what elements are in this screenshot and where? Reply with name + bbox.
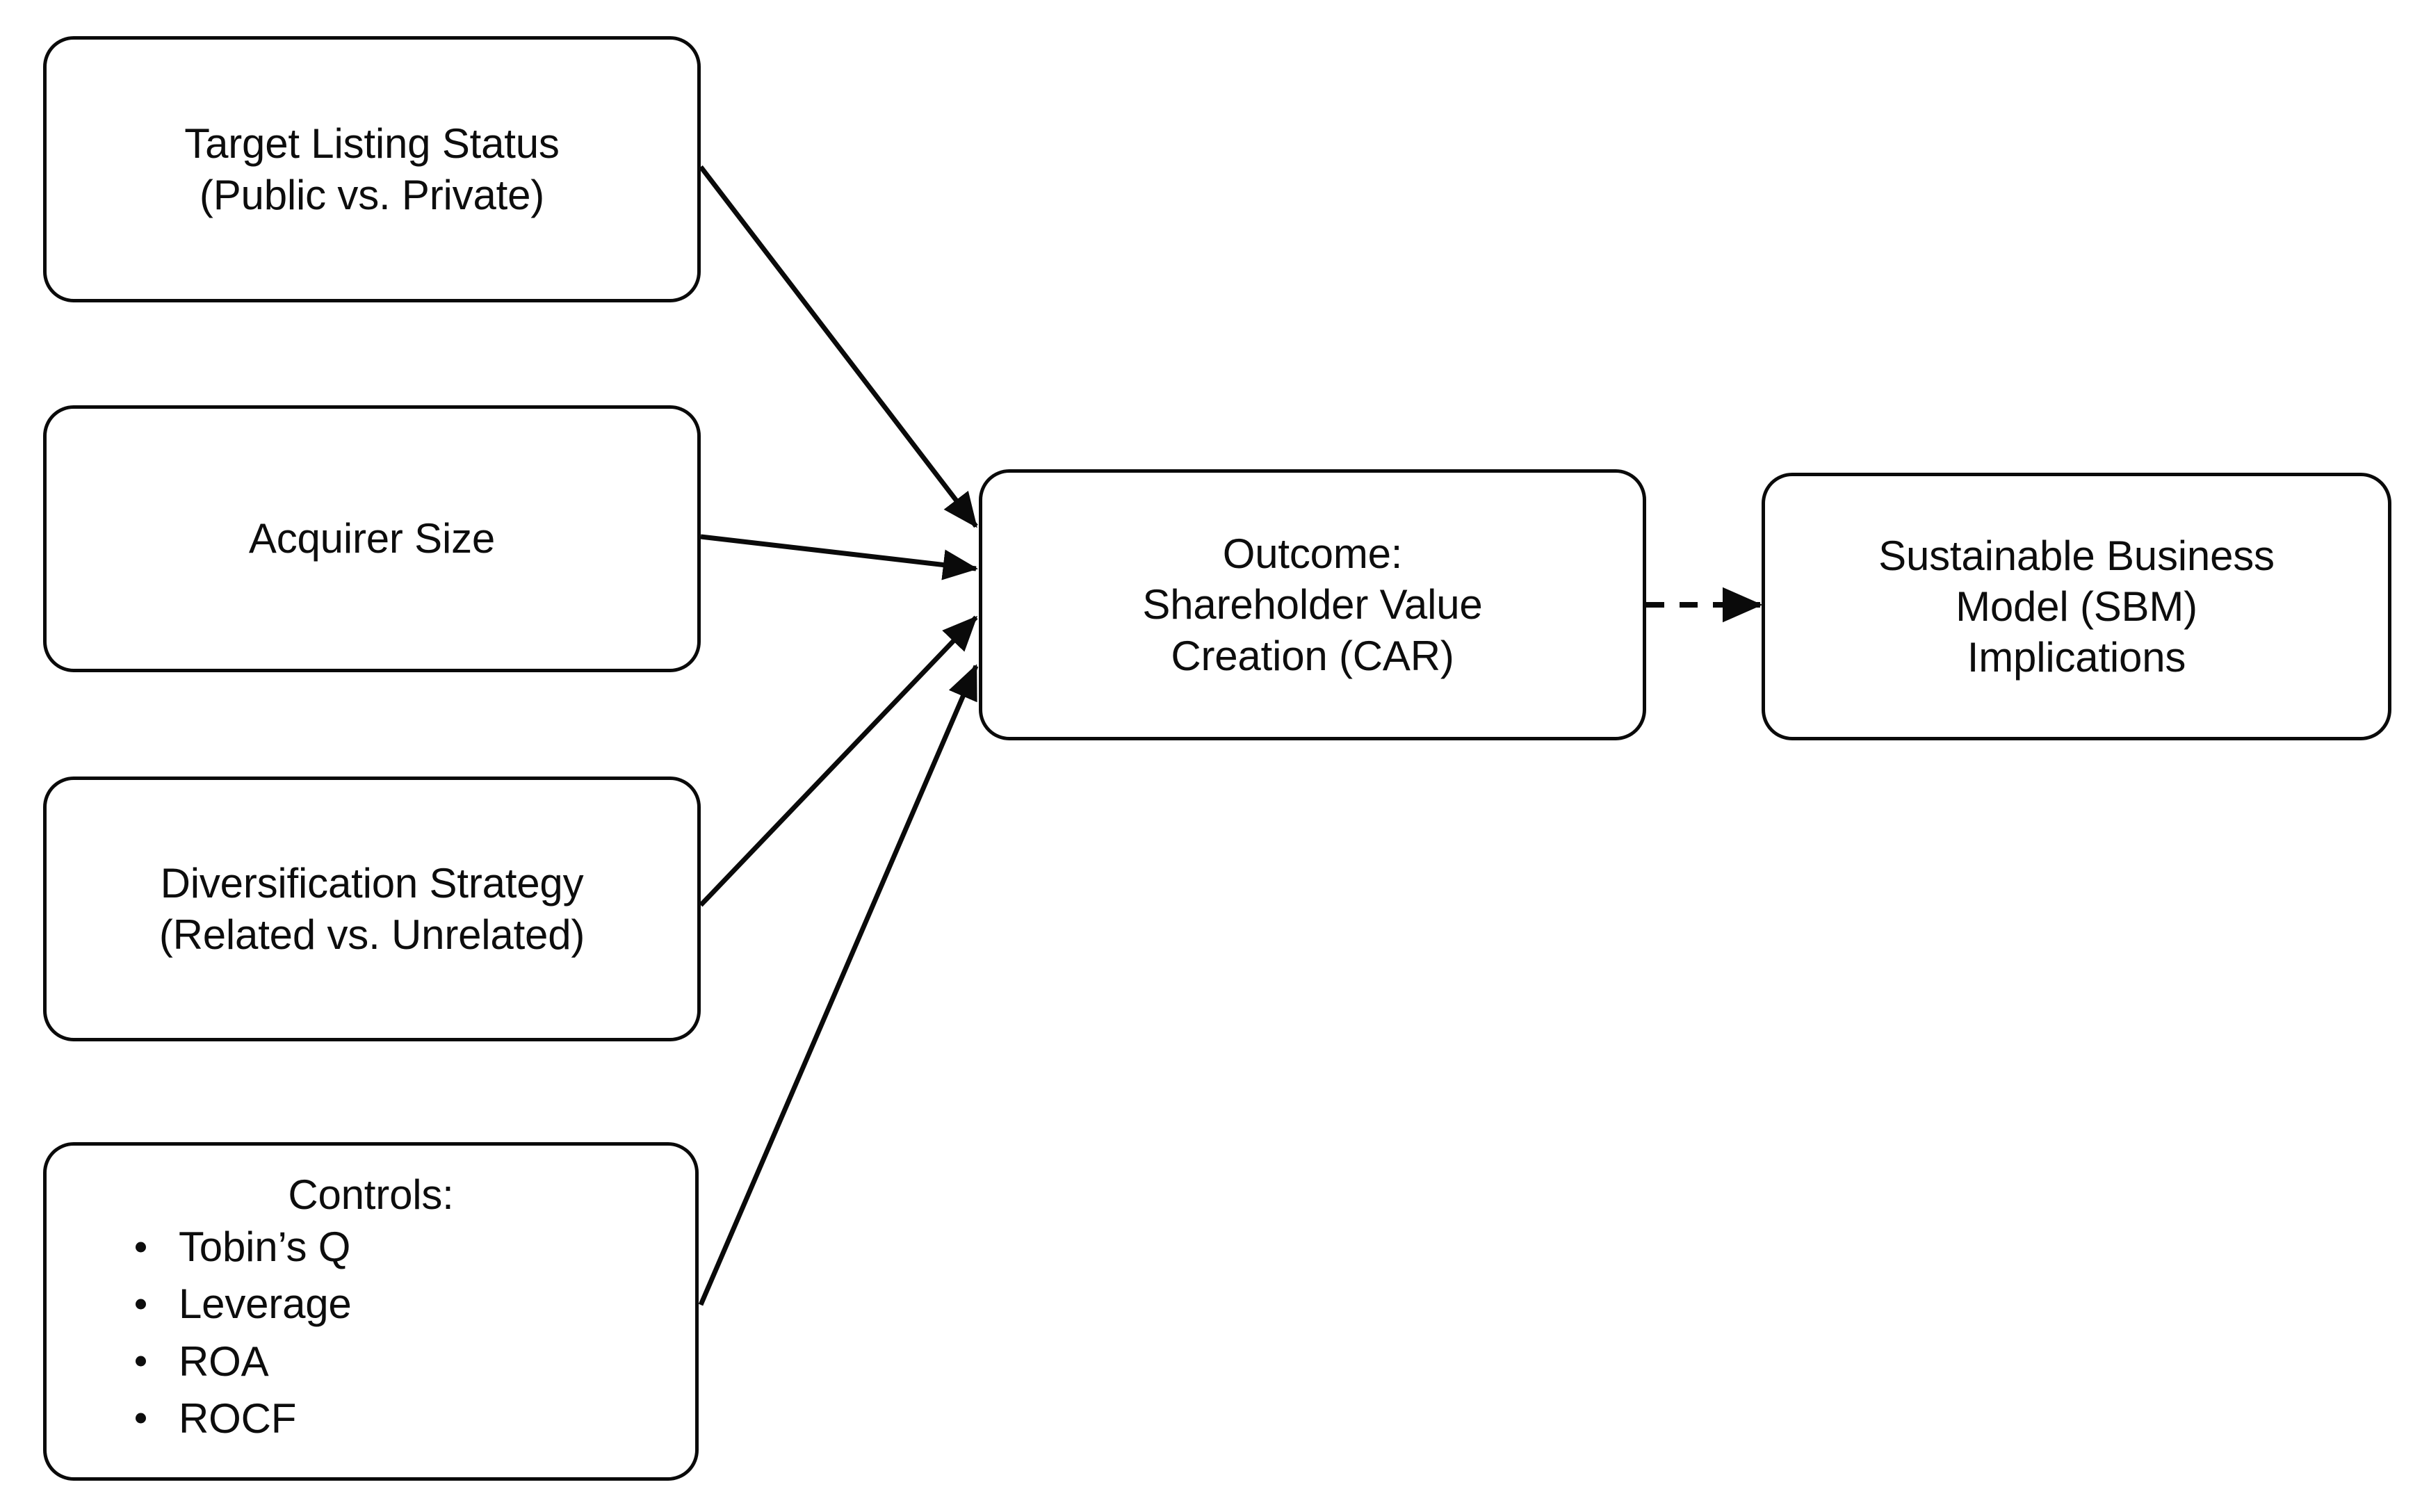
node-target-listing-status[interactable]: Target Listing Status (Public vs. Privat… bbox=[43, 36, 701, 302]
list-item: ROA bbox=[130, 1336, 695, 1387]
bullet-dot-icon bbox=[136, 1242, 146, 1253]
node-target-listing-status-line-2: (Public vs. Private) bbox=[199, 171, 545, 218]
list-item-label: ROA bbox=[179, 1338, 269, 1385]
node-diversification-strategy[interactable]: Diversification Strategy (Related vs. Un… bbox=[43, 777, 701, 1041]
bullet-dot-icon bbox=[136, 1356, 146, 1367]
edge-acquirer-size-to-outcome bbox=[700, 534, 979, 580]
node-acquirer-size[interactable]: Acquirer Size bbox=[43, 405, 701, 672]
list-item: ROCF bbox=[130, 1393, 695, 1444]
bullet-dot-icon bbox=[136, 1299, 146, 1310]
node-acquirer-size-line-1: Acquirer Size bbox=[248, 515, 496, 562]
node-controls[interactable]: Controls: Tobin’s Q Leverage ROA ROCF bbox=[43, 1142, 699, 1481]
node-sbm-line-3: Implications bbox=[1967, 634, 2186, 681]
node-target-listing-status-line-1: Target Listing Status bbox=[184, 120, 560, 168]
node-outcome-shareholder-value-creation[interactable]: Outcome: Shareholder Value Creation (CAR… bbox=[979, 469, 1646, 740]
edge-target-listing-status-to-outcome bbox=[699, 165, 978, 528]
edge-controls-to-outcome bbox=[698, 664, 979, 1306]
list-item: Tobin’s Q bbox=[130, 1221, 695, 1272]
edge-diversification-strategy-to-outcome bbox=[699, 615, 978, 907]
list-item: Leverage bbox=[130, 1278, 695, 1329]
list-item-label: ROCF bbox=[179, 1395, 297, 1442]
controls-list: Tobin’s Q Leverage ROA ROCF bbox=[47, 1221, 695, 1450]
list-item-label: Tobin’s Q bbox=[179, 1224, 351, 1271]
node-sbm-line-2: Model (SBM) bbox=[1956, 583, 2197, 630]
node-outcome-line-2: Shareholder Value bbox=[1142, 581, 1483, 628]
node-diversification-strategy-line-1: Diversification Strategy bbox=[160, 860, 584, 907]
node-diversification-strategy-line-2: (Related vs. Unrelated) bbox=[159, 911, 585, 958]
bullet-dot-icon bbox=[136, 1413, 146, 1424]
controls-heading: Controls: bbox=[288, 1171, 454, 1218]
node-sustainable-business-model-implications[interactable]: Sustainable Business Model (SBM) Implica… bbox=[1762, 473, 2391, 740]
node-outcome-line-1: Outcome: bbox=[1222, 530, 1403, 578]
list-item-label: Leverage bbox=[179, 1281, 352, 1328]
node-outcome-line-3: Creation (CAR) bbox=[1171, 632, 1454, 679]
node-sbm-line-1: Sustainable Business bbox=[1878, 532, 2275, 579]
